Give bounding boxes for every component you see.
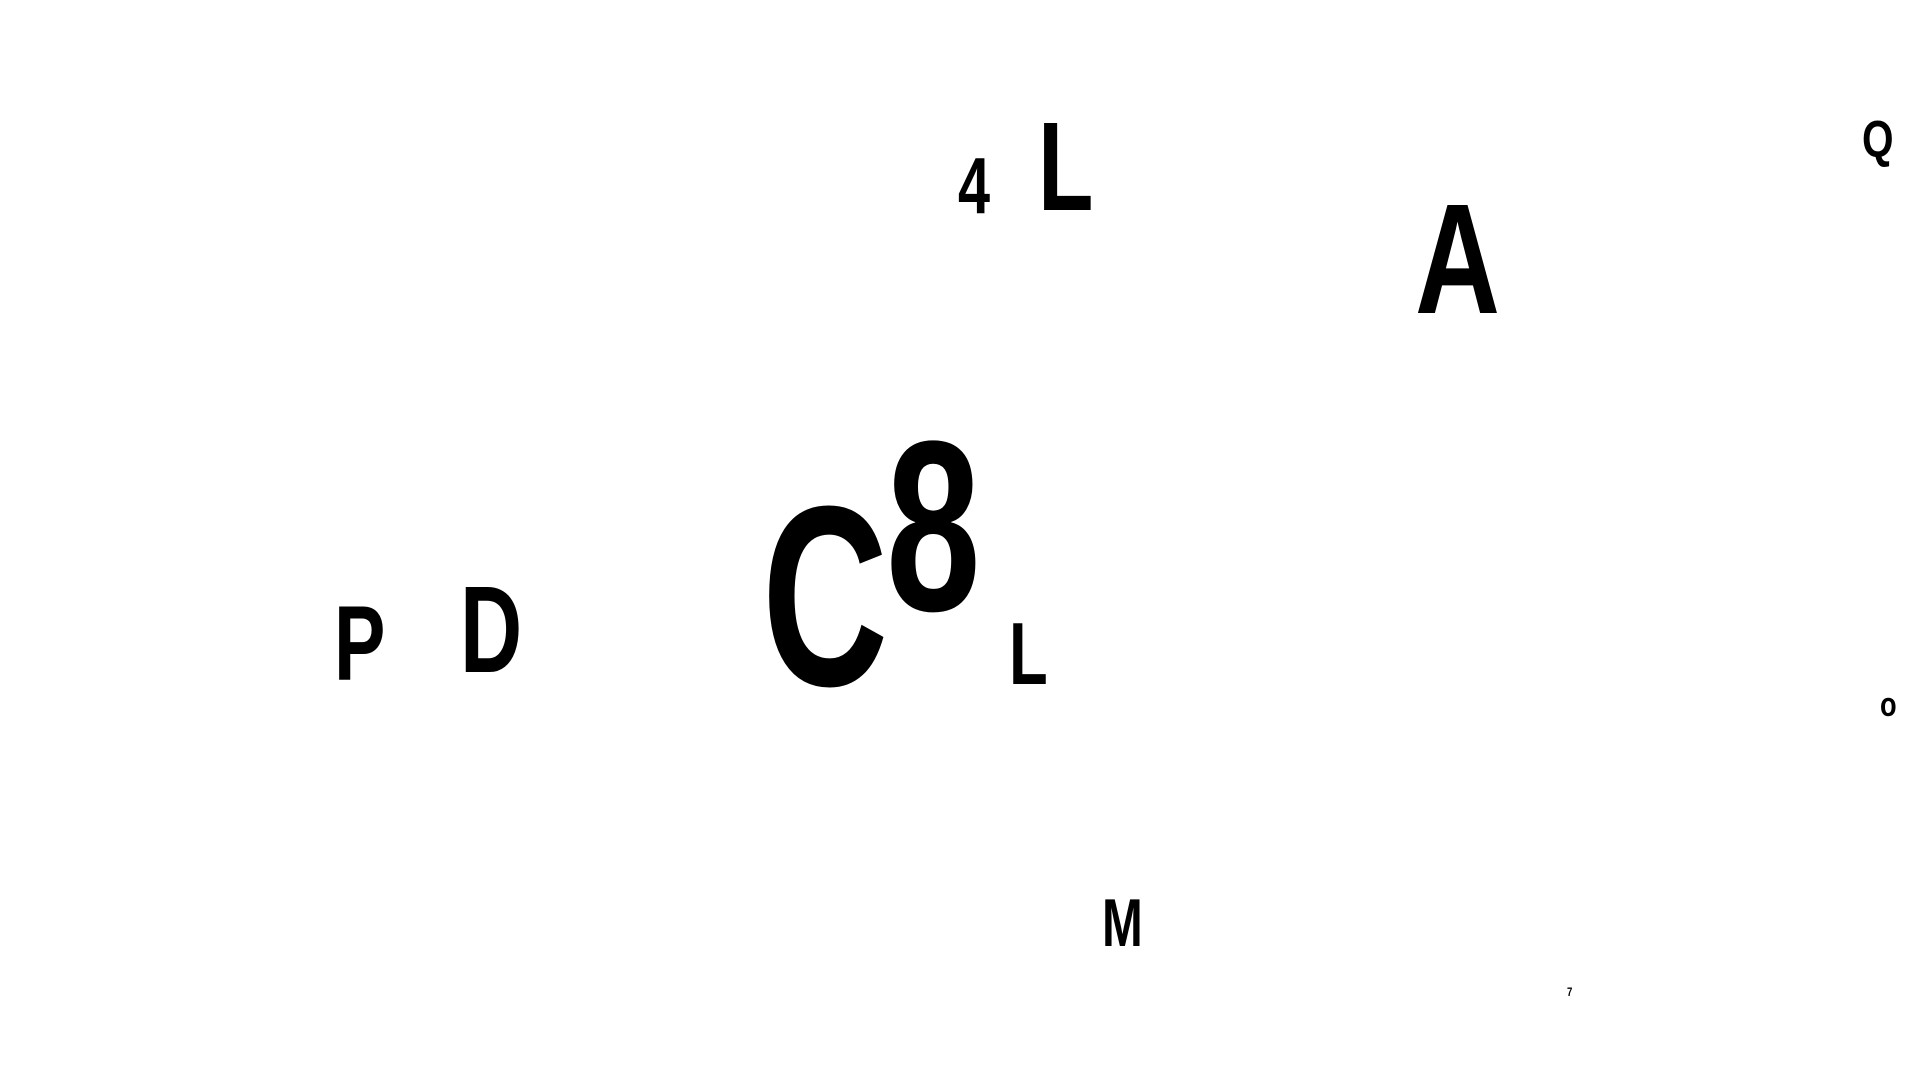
glyph-d: D — [460, 562, 523, 699]
glyph-l-mid: L — [1009, 604, 1048, 703]
glyph-q: Q — [1862, 111, 1894, 169]
glyph-a: A — [1415, 172, 1501, 347]
glyph-c: C — [762, 453, 889, 740]
glyph-m: M — [1102, 885, 1143, 961]
glyph-o: o — [1880, 686, 1897, 724]
glyph-seven: 7 — [1567, 985, 1573, 999]
glyph-l-top: L — [1038, 96, 1094, 237]
glyph-eight: 8 — [886, 391, 981, 662]
glyph-p: P — [334, 583, 386, 703]
glyph-four: 4 — [958, 141, 991, 230]
